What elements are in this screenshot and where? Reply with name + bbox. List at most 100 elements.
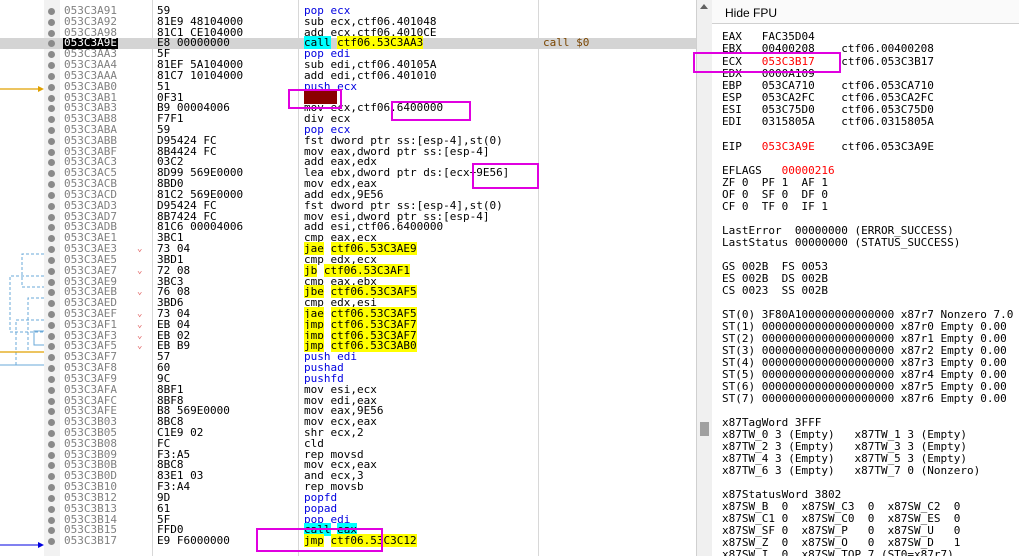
breakpoint-dot-icon[interactable] xyxy=(48,202,55,210)
register-line[interactable]: EAX FAC35D04 xyxy=(722,30,815,43)
register-line[interactable]: ST(1) 00000000000000000000 x87r0 Empty 0… xyxy=(722,320,1007,333)
breakpoint-dot-icon[interactable] xyxy=(48,235,55,243)
breakpoint-dot-icon[interactable] xyxy=(48,462,55,470)
breakpoint-dot-icon[interactable] xyxy=(48,40,55,48)
register-line[interactable]: GS 002B FS 0053 xyxy=(722,260,828,273)
breakpoint-dot-icon[interactable] xyxy=(48,137,55,145)
breakpoint-dot-icon[interactable] xyxy=(48,29,55,37)
breakpoint-dot-icon[interactable] xyxy=(48,83,55,91)
breakpoint-dot-icon[interactable] xyxy=(48,116,55,124)
breakpoint-dot-icon[interactable] xyxy=(48,191,55,199)
breakpoint-dot-icon[interactable] xyxy=(48,505,55,513)
hide-fpu-button[interactable]: Hide FPU xyxy=(725,6,778,20)
breakpoint-dot-icon[interactable] xyxy=(48,181,55,189)
breakpoint-dot-icon[interactable] xyxy=(48,224,55,232)
breakpoint-dot-icon[interactable] xyxy=(48,256,55,264)
breakpoint-dot-icon[interactable] xyxy=(48,289,55,297)
breakpoint-dot-icon[interactable] xyxy=(48,18,55,26)
breakpoint-dot-icon[interactable] xyxy=(48,51,55,59)
breakpoint-dot-icon[interactable] xyxy=(48,527,55,535)
register-line[interactable]: x87TW_2 3 (Empty) x87TW_3 3 (Empty) xyxy=(722,440,968,453)
breakpoint-dot-icon[interactable] xyxy=(48,397,55,405)
breakpoint-dot-icon[interactable] xyxy=(48,354,55,362)
register-line[interactable]: ECX 053C3B17 ctf06.053C3B17 xyxy=(722,55,934,68)
register-line[interactable]: ST(5) 00000000000000000000 x87r4 Empty 0… xyxy=(722,368,1007,381)
register-line[interactable]: EDX 0000A109 xyxy=(722,67,815,80)
register-line[interactable]: ST(0) 3F80A100000000000000 x87r7 Nonzero… xyxy=(722,308,1014,321)
breakpoint-dot-icon[interactable] xyxy=(48,278,55,286)
register-line[interactable]: EBP 053CA710 ctf06.053CA710 xyxy=(722,79,934,92)
register-line[interactable]: LastError 00000000 (ERROR_SUCCESS) xyxy=(722,224,954,237)
breakpoint-dot-icon[interactable] xyxy=(48,310,55,318)
register-line[interactable]: x87SW_C1 0 x87SW_C0 0 x87SW_ES 0 xyxy=(722,512,961,525)
register-line[interactable]: x87SW_B 0 x87SW_C3 0 x87SW_C2 0 xyxy=(722,500,961,513)
breakpoint-dot-icon[interactable] xyxy=(48,408,55,416)
register-line[interactable]: x87TW_4 3 (Empty) x87TW_5 3 (Empty) xyxy=(722,452,968,465)
register-line[interactable]: EBX 00400208 ctf06.00400208 xyxy=(722,42,934,55)
register-line[interactable]: CS 0023 SS 002B xyxy=(722,284,828,297)
breakpoint-dot-icon[interactable] xyxy=(48,300,55,308)
breakpoint-dot-icon[interactable] xyxy=(48,516,55,524)
breakpoint-dot-icon[interactable] xyxy=(48,267,55,275)
breakpoint-dot-icon[interactable] xyxy=(48,494,55,502)
vertical-scrollbar[interactable] xyxy=(696,0,712,556)
register-line[interactable]: ESI 053C75D0 ctf06.053C75D0 xyxy=(722,103,934,116)
breakpoint-dot-icon[interactable] xyxy=(48,159,55,167)
register-line[interactable]: x87StatusWord 3802 xyxy=(722,488,842,501)
register-line[interactable]: EFLAGS 00000216 xyxy=(722,164,835,177)
scroll-up-icon[interactable] xyxy=(700,4,708,9)
breakpoint-dot-icon[interactable] xyxy=(48,332,55,340)
register-line[interactable]: x87SW_SF 0 x87SW_P 0 x87SW_U 0 xyxy=(722,524,961,537)
register-line[interactable]: OF 0 SF 0 DF 0 xyxy=(722,188,828,201)
register-line[interactable]: x87SW_Z 0 x87SW_O 0 x87SW_D 1 xyxy=(722,536,961,549)
register-line[interactable]: x87TW_6 3 (Empty) x87TW_7 0 (Nonzero) xyxy=(722,464,981,477)
breakpoint-dot-icon[interactable] xyxy=(48,429,55,437)
fpu-header[interactable]: Hide FPU xyxy=(712,0,1019,24)
scrollbar-thumb[interactable] xyxy=(700,422,709,436)
breakpoint-dot-icon[interactable] xyxy=(48,213,55,221)
breakpoint-dot-icon[interactable] xyxy=(48,451,55,459)
register-line[interactable]: ES 002B DS 002B xyxy=(722,272,828,285)
breakpoint-dot-icon[interactable] xyxy=(48,105,55,113)
register-line[interactable]: CF 0 TF 0 IF 1 xyxy=(722,200,828,213)
register-line[interactable]: EDI 0315805A ctf06.0315805A xyxy=(722,115,934,128)
register-line[interactable]: ST(7) 00000000000000000000 x87r6 Empty 0… xyxy=(722,392,1007,405)
register-line[interactable]: ESP 053CA2FC ctf06.053CA2FC xyxy=(722,91,934,104)
